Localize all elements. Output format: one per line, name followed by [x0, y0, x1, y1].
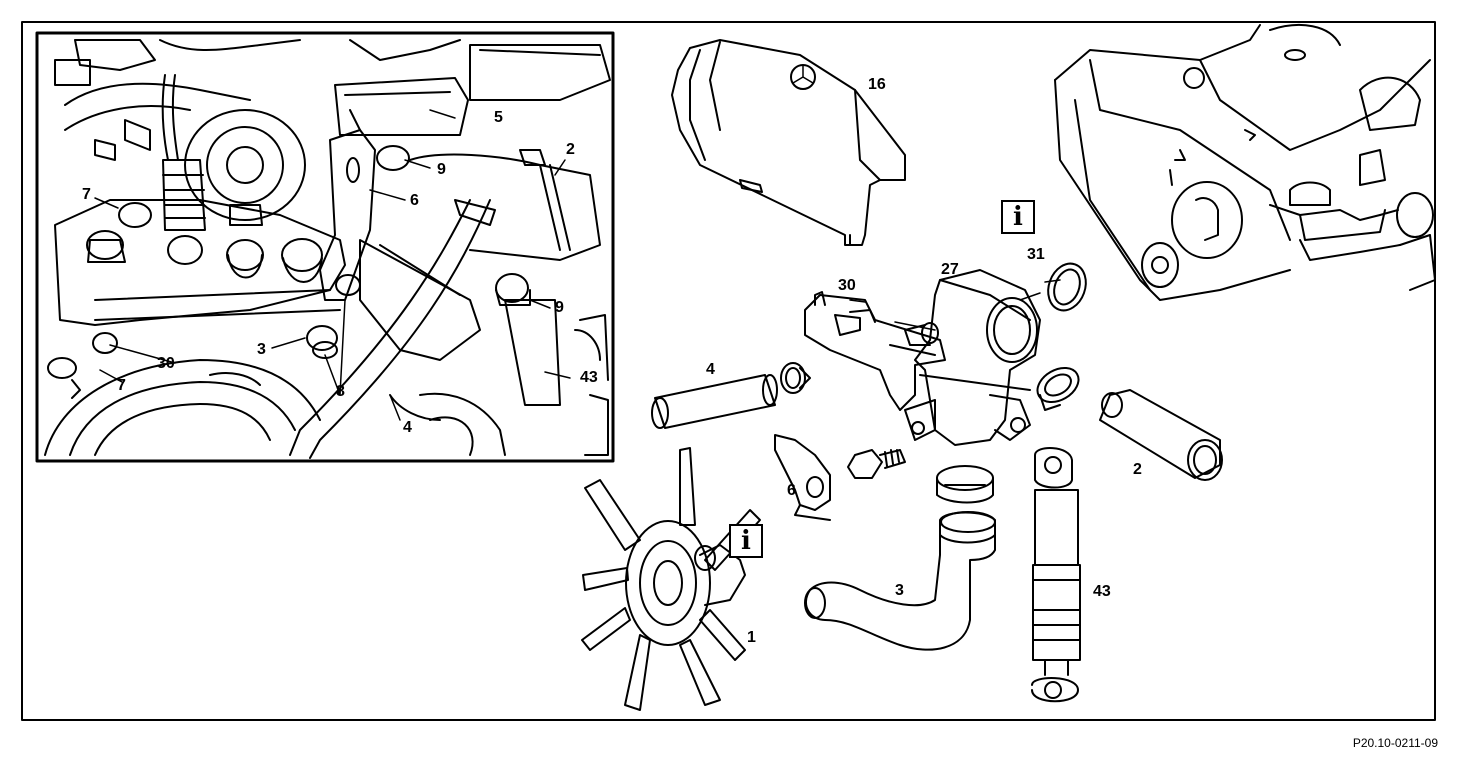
inset-callout-4: 4 [403, 419, 412, 436]
inset-callout-30: 30 [157, 355, 175, 372]
callout-16: 16 [868, 76, 886, 93]
hose-clamp-small [780, 362, 811, 394]
inset-engine-view [44, 39, 611, 459]
hose-4 [651, 374, 778, 429]
engine-block-right [1054, 24, 1436, 301]
bolt [847, 449, 906, 479]
inset-callout-9-top: 9 [437, 161, 446, 178]
engine-cover-16 [671, 39, 906, 246]
hose-clamp-right [1036, 366, 1080, 411]
o-ring-31 [1047, 262, 1087, 312]
inset-callout-43: 43 [580, 369, 598, 386]
callout-31: 31 [1027, 246, 1045, 263]
hose-3 [804, 511, 996, 651]
inset-callout-8: 8 [336, 383, 345, 400]
info-icon: i [729, 524, 763, 558]
inset-callout-3: 3 [257, 341, 266, 358]
callout-6: 6 [787, 482, 796, 499]
callout-4: 4 [706, 361, 715, 378]
fan-1 [581, 447, 761, 711]
figure-reference: P20.10-0211-09 [1352, 736, 1438, 750]
bracket-30 [804, 291, 946, 411]
exploded-leader-lines [849, 279, 1061, 331]
callout-27: 27 [941, 261, 959, 278]
inset-callout-7-top: 7 [82, 186, 91, 203]
hose-clamp-lower [936, 465, 994, 504]
outer-frame [21, 21, 1436, 721]
bracket-6 [774, 434, 831, 521]
callout-30: 30 [838, 277, 856, 294]
info-icon: i [1001, 200, 1035, 234]
inset-frame [35, 31, 615, 463]
inset-callout-9-right: 9 [555, 299, 564, 316]
callout-1: 1 [747, 629, 756, 646]
callout-43: 43 [1093, 583, 1111, 600]
inset-callout-6: 6 [410, 192, 419, 209]
callout-3: 3 [895, 582, 904, 599]
thermostat-housing-27 [904, 269, 1041, 446]
hose-2 [1099, 389, 1223, 481]
inset-callout-7-bottom: 7 [117, 377, 126, 394]
callout-2: 2 [1133, 461, 1142, 478]
inset-callout-2: 2 [566, 141, 575, 158]
damper-43 [1031, 447, 1081, 703]
inset-callout-5: 5 [494, 109, 503, 126]
